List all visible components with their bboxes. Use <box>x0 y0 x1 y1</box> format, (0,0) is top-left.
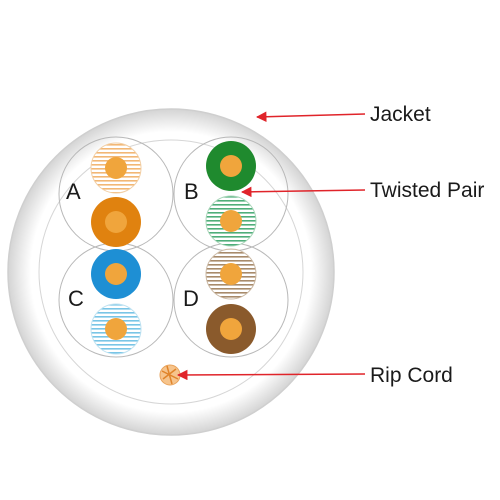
pair-b-label: B <box>184 179 199 204</box>
rip-cord <box>159 364 181 386</box>
pair-d-label: D <box>183 286 199 311</box>
jacket-arrow <box>255 111 366 122</box>
twisted-pair-arrow <box>240 186 366 198</box>
pair-c-label: C <box>68 286 84 311</box>
pair-d: D <box>183 248 257 354</box>
twisted-pair-label: Twisted Pair <box>370 179 484 202</box>
pair-d-striped-copper <box>220 263 242 285</box>
pair-b-solid-copper <box>220 155 242 177</box>
pair-b: B <box>184 141 257 247</box>
pair-c: C <box>68 249 142 355</box>
pair-b-striped-copper <box>220 210 242 232</box>
pair-a-label: A <box>66 179 81 204</box>
pair-a-striped-copper <box>105 157 127 179</box>
pair-c-solid-copper <box>105 263 127 285</box>
jacket-label: Jacket <box>370 103 431 126</box>
rip-cord-arrow <box>176 369 366 381</box>
pair-a: A <box>66 142 142 247</box>
pair-c-striped-copper <box>105 318 127 340</box>
pair-d-solid-copper <box>220 318 242 340</box>
pair-a-solid-copper <box>105 211 127 233</box>
rip-cord-label: Rip Cord <box>370 364 453 387</box>
